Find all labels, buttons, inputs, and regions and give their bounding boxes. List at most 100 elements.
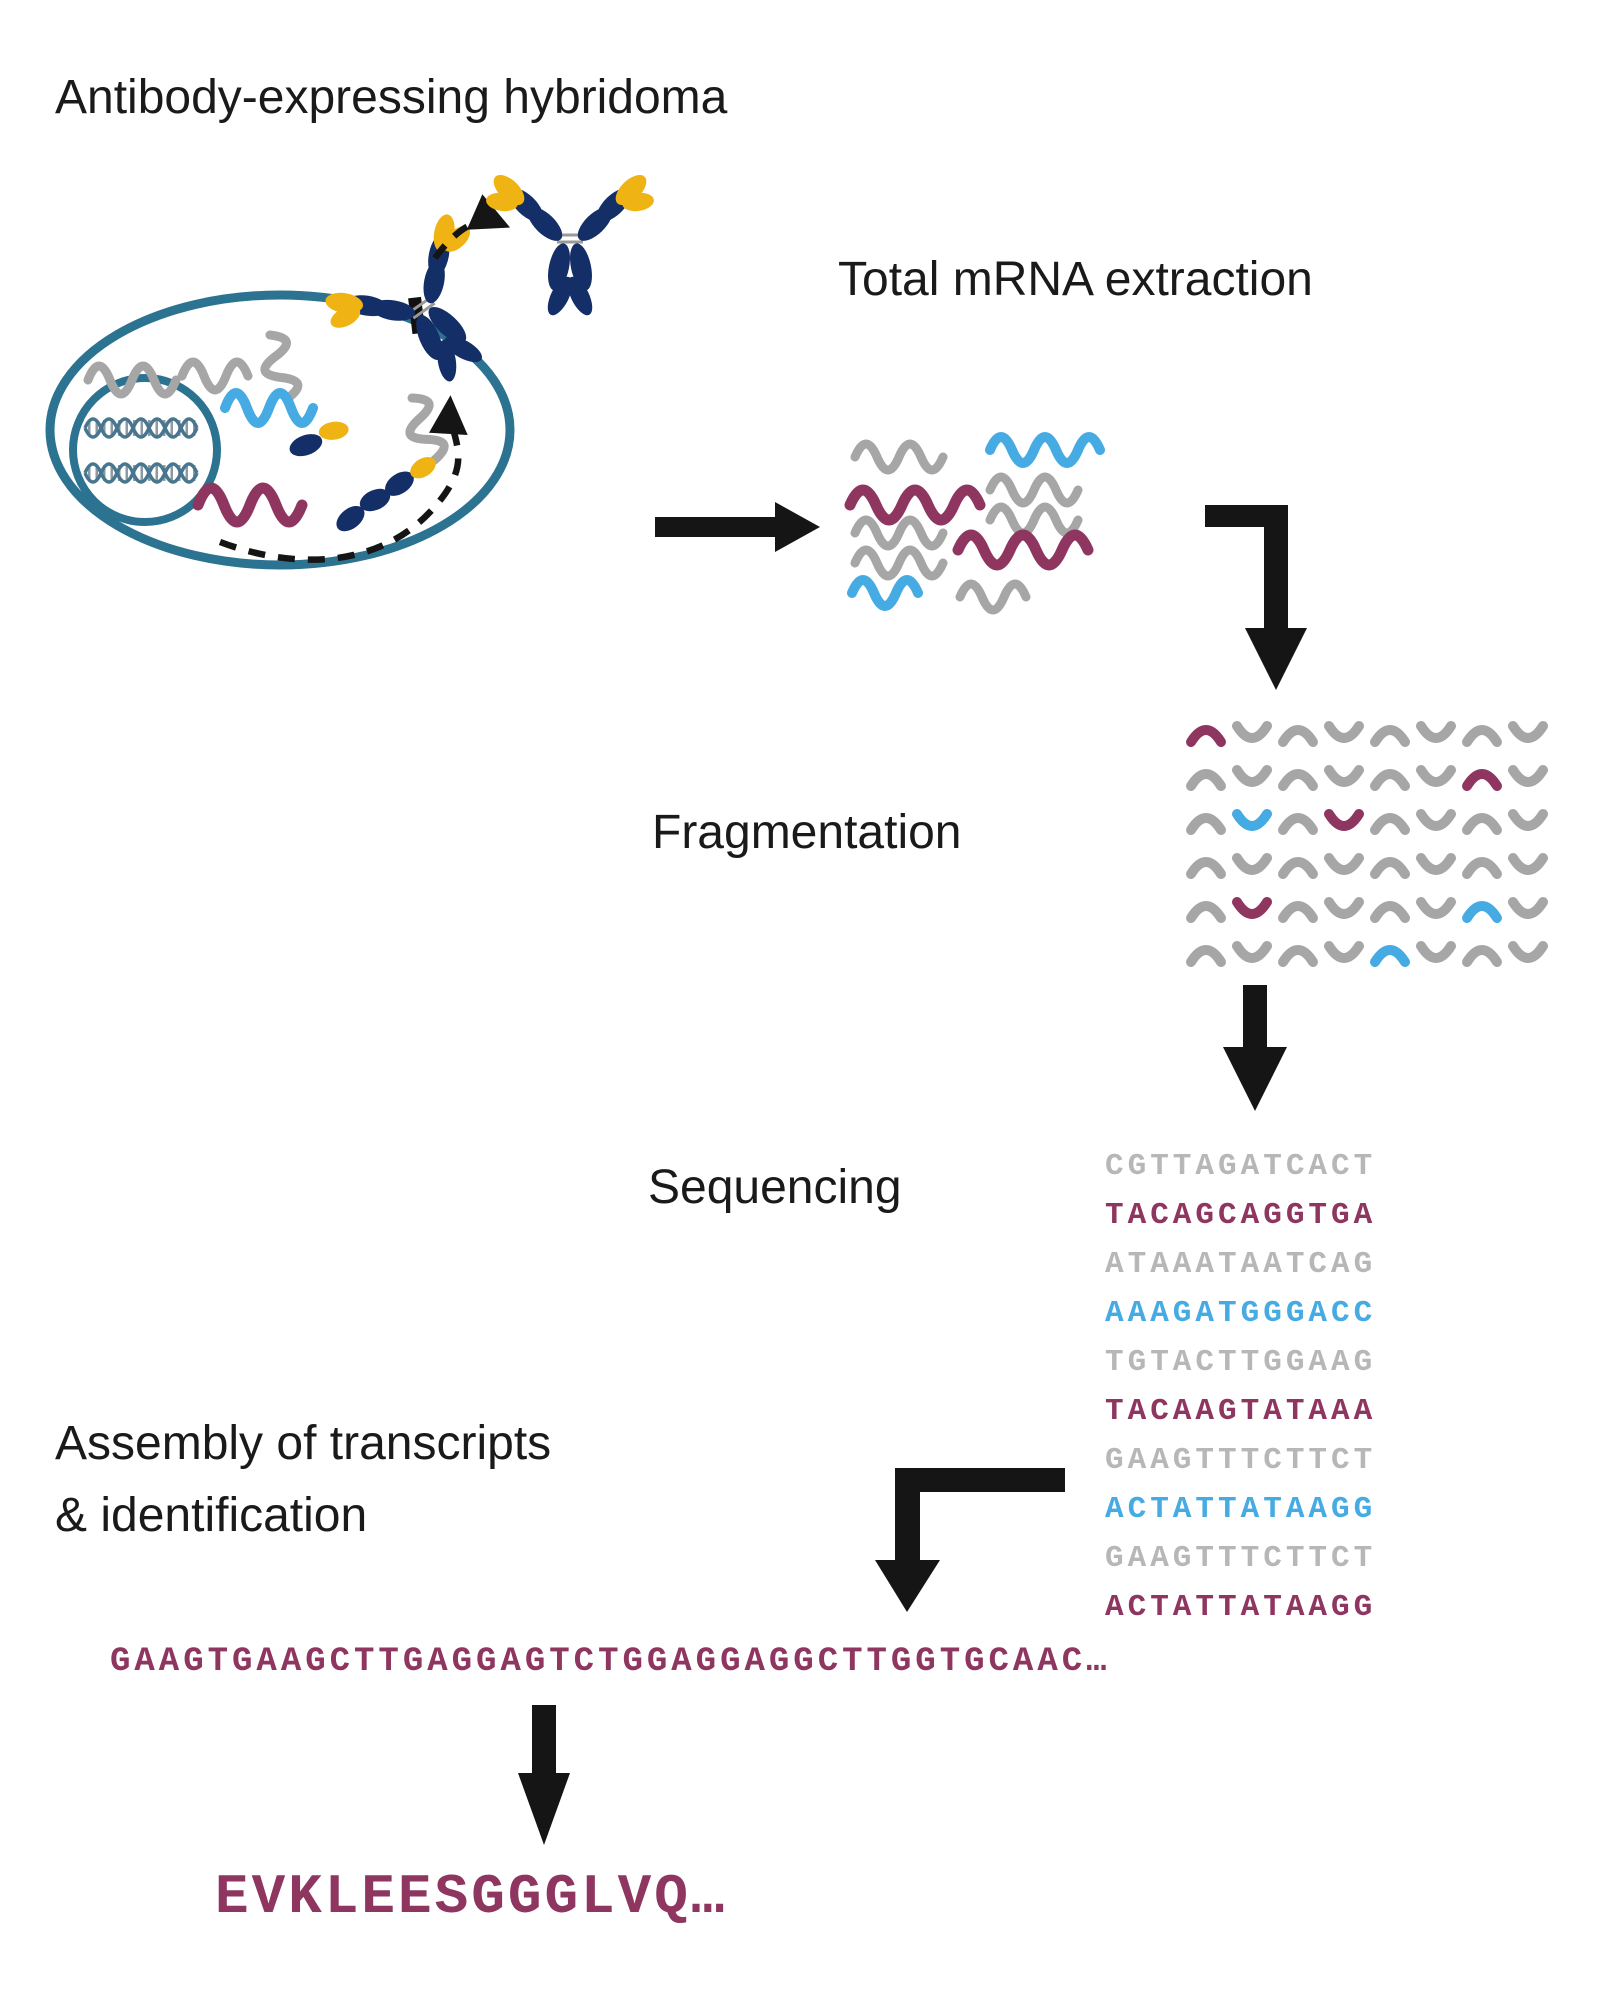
- sequence-read: GAAGTTTCTTCT: [1105, 1443, 1377, 1478]
- protein-sequence: EVKLEESGGGLVQ…: [215, 1865, 728, 1929]
- rna-fragment-chevron: [1232, 765, 1272, 787]
- page-title: Antibody-expressing hybridoma: [55, 71, 728, 124]
- rna-fragment-chevron: [1370, 901, 1410, 923]
- sequencing-reads: CGTTAGATCACT TACAGCAGGTGA ATAAATAATCAG AAAG…: [1105, 1142, 1376, 1632]
- secreted-antibody-icon: [483, 168, 657, 321]
- rna-fragment-chevron: [1324, 721, 1364, 743]
- rna-fragment-chevron: [1462, 945, 1502, 967]
- rna-fragment-chevron: [1416, 765, 1456, 787]
- rna-fragment-chevron: [1508, 941, 1548, 963]
- rna-fragment-chevron: [1278, 725, 1318, 747]
- mrna-squiggle-gray: [985, 472, 1083, 508]
- rna-fragment-chevron: [1508, 721, 1548, 743]
- mrna-squiggle-gray: [260, 330, 303, 404]
- mrna-squiggle-maroon: [952, 529, 1094, 571]
- rna-fragment-chevron: [1416, 941, 1456, 963]
- rna-fragment-chevron: [1232, 941, 1272, 963]
- mrna-squiggle-blue: [985, 432, 1105, 468]
- sequence-read: ACTATTATAAGG: [1105, 1590, 1377, 1625]
- mrna-squiggle-blue: [847, 575, 923, 611]
- mrna-squiggle-maroon: [844, 484, 986, 526]
- rna-fragment-chevron: [1508, 853, 1548, 875]
- rna-fragment-chevron: [1186, 813, 1226, 835]
- rna-fragment-chevron: [1278, 857, 1318, 879]
- rna-fragment-chevron: [1416, 897, 1456, 919]
- assembled-sequence: GAAGTGAAGCTTGAGGAGTCTGGAGGAGGCTTGGTGCAAC…: [110, 1643, 1111, 1681]
- rna-fragment-chevron: [1370, 725, 1410, 747]
- rna-fragment-chevron: [1416, 853, 1456, 875]
- secretion-path: [218, 395, 468, 563]
- dna-helix-icon: [83, 462, 199, 484]
- rna-fragment-chevron: [1324, 809, 1364, 831]
- rna-fragment-chevron: [1232, 853, 1272, 875]
- mrna-squiggle-gray: [955, 579, 1031, 615]
- mrna-squiggle-gray: [83, 361, 181, 399]
- extraction-label: Total mRNA extraction: [838, 253, 1313, 306]
- rna-fragment-chevron: [1462, 857, 1502, 879]
- hybridoma-cell-illustration: [45, 168, 820, 570]
- sequencing-arrow: [1223, 985, 1287, 1111]
- rna-fragment-chevron: [1370, 769, 1410, 791]
- sequencing-label: Sequencing: [648, 1161, 902, 1214]
- rna-fragment-chevron: [1370, 813, 1410, 835]
- rna-fragment-chevron: [1324, 897, 1364, 919]
- mrna-squiggle-blue: [220, 388, 318, 428]
- mrna-squiggle-gray: [850, 515, 948, 551]
- rna-fragment-chevron: [1462, 725, 1502, 747]
- sequence-read: TACAGCAGGTGA: [1105, 1198, 1377, 1233]
- rna-fragment-chevron: [1278, 813, 1318, 835]
- rna-fragment-chevron: [1508, 809, 1548, 831]
- membrane-antibody-icon: [311, 201, 540, 424]
- sequence-read: ATAAATAATCAG: [1105, 1247, 1377, 1282]
- sequence-read: AAAGATGGGACC: [1105, 1296, 1377, 1331]
- extraction-arrow: [655, 502, 820, 552]
- rna-fragment-chevron: [1416, 809, 1456, 831]
- mrna-squiggle-gray: [177, 357, 253, 395]
- rna-fragment-chevron: [1232, 809, 1272, 831]
- rna-fragment-chevron: [1186, 945, 1226, 967]
- mrna-squiggle-maroon: [192, 482, 308, 528]
- fragmentation-label: Fragmentation: [652, 806, 962, 859]
- rna-fragment-chevron: [1278, 769, 1318, 791]
- rna-fragment-chevron: [1370, 857, 1410, 879]
- elbow-arrow-fragmentation: [1205, 505, 1307, 690]
- rna-fragment-chevron: [1324, 853, 1364, 875]
- mrna-squiggle-gray: [850, 439, 948, 475]
- mrna-squiggle-gray: [850, 545, 948, 581]
- rna-fragment-chevron: [1462, 769, 1502, 791]
- rna-fragment-chevron: [1278, 945, 1318, 967]
- rna-fragment-chevron: [1508, 897, 1548, 919]
- mrna-squiggle-gray: [985, 502, 1083, 538]
- rna-fragment-chevron: [1324, 765, 1364, 787]
- sequence-read: TACAAGTATAAA: [1105, 1394, 1377, 1429]
- assembly-label: Assembly of transcripts & identification: [55, 1408, 551, 1552]
- rna-fragment-chevron: [1186, 901, 1226, 923]
- mrna-squiggle-gray: [405, 393, 449, 465]
- rna-fragment-chevron: [1278, 901, 1318, 923]
- rna-fragment-chevron: [1186, 857, 1226, 879]
- secretion-path: [432, 194, 511, 260]
- rna-fragment-chevron: [1416, 721, 1456, 743]
- antibody-fragment-icon: [289, 421, 349, 457]
- sequence-read: CGTTAGATCACT: [1105, 1149, 1377, 1184]
- assembly-label-line2: & identification: [55, 1489, 368, 1542]
- rna-fragment-chevron: [1232, 721, 1272, 743]
- fragmentation-grid: [1183, 712, 1551, 976]
- sequence-read: TGTACTTGGAAG: [1105, 1345, 1377, 1380]
- mrna-cluster: [844, 432, 1105, 615]
- assembly-label-line1: Assembly of transcripts: [55, 1417, 552, 1470]
- rna-fragment-chevron: [1370, 945, 1410, 967]
- rna-fragment-chevron: [1462, 901, 1502, 923]
- cell-nucleus: [69, 374, 221, 526]
- dna-helix-icon: [83, 417, 199, 439]
- antibody-fragment-icon: [336, 457, 436, 532]
- translation-arrow: [518, 1705, 570, 1845]
- sequence-read: GAAGTTTCTTCT: [1105, 1541, 1377, 1576]
- rna-fragment-chevron: [1462, 813, 1502, 835]
- rna-fragment-chevron: [1186, 769, 1226, 791]
- rna-fragment-chevron: [1232, 897, 1272, 919]
- rna-fragment-chevron: [1508, 765, 1548, 787]
- sequence-read: ACTATTATAAGG: [1105, 1492, 1377, 1527]
- assembly-arrow: [875, 1468, 1065, 1612]
- rna-fragment-chevron: [1186, 725, 1226, 747]
